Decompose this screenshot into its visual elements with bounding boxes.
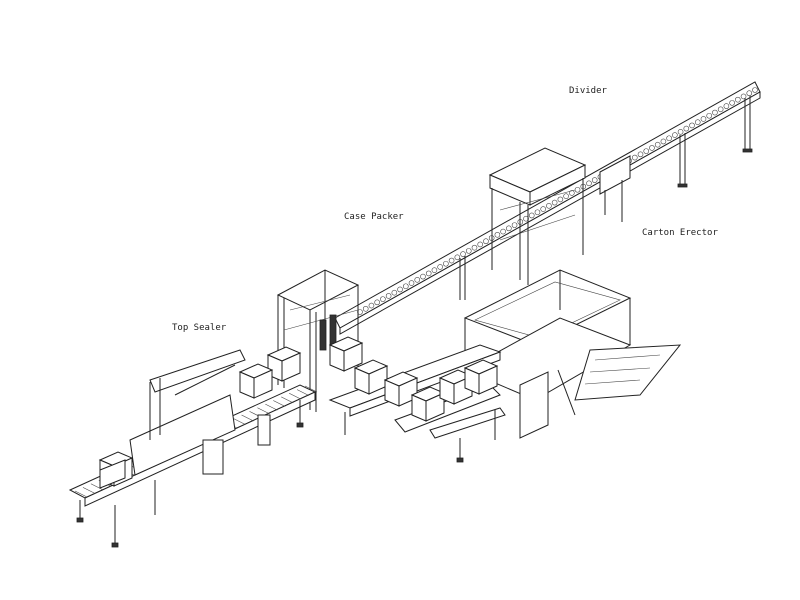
bottle <box>574 186 581 193</box>
bottle <box>437 264 443 270</box>
roller <box>296 389 310 396</box>
bottle <box>500 228 506 235</box>
bottle <box>385 293 392 299</box>
bottle <box>740 93 747 100</box>
bottle <box>397 286 403 293</box>
bottle <box>637 151 644 158</box>
roller <box>241 414 254 422</box>
bottle <box>402 283 409 290</box>
bottle <box>540 206 546 212</box>
roller <box>281 396 294 404</box>
bottle <box>672 132 678 138</box>
bottle <box>563 193 569 199</box>
bottle <box>391 289 398 296</box>
bottle <box>586 180 592 187</box>
bottle <box>551 199 558 206</box>
roller <box>265 403 278 411</box>
bottle-conveyor <box>334 81 761 335</box>
bottle <box>694 119 701 125</box>
bottle <box>706 112 713 119</box>
bottle <box>546 203 552 209</box>
bottle <box>643 148 650 154</box>
bottle <box>454 254 461 261</box>
case-box <box>410 386 446 422</box>
case-box <box>266 346 302 382</box>
roller <box>90 483 103 491</box>
bottle <box>631 154 638 161</box>
bottle <box>368 302 375 309</box>
case-box <box>463 359 499 395</box>
bottle <box>534 209 541 216</box>
bottle <box>420 273 426 280</box>
bottle <box>431 267 438 273</box>
bottle <box>649 145 655 151</box>
roller <box>74 490 88 498</box>
bottle <box>666 135 672 142</box>
bottle <box>506 225 512 232</box>
bottle <box>746 90 753 97</box>
bottle <box>511 222 518 228</box>
case-box <box>328 336 364 372</box>
bottle <box>569 190 575 196</box>
roller <box>289 392 302 400</box>
bottle <box>483 238 489 245</box>
bottle <box>425 270 432 277</box>
bottle <box>408 280 415 286</box>
carton-erector-machine <box>463 269 682 439</box>
bottle <box>735 96 741 103</box>
label-carton-erector: Carton Erector <box>642 228 718 238</box>
bottle <box>374 299 380 306</box>
case-box <box>353 359 389 395</box>
bottle <box>717 106 724 113</box>
bottle <box>683 125 690 132</box>
divider-machine <box>488 147 587 285</box>
bottle <box>460 251 466 257</box>
bottle <box>523 215 529 222</box>
bottle <box>723 103 730 109</box>
bottle <box>677 129 684 135</box>
top-sealer-machine <box>99 349 271 489</box>
bottle <box>414 277 421 283</box>
bottle <box>660 138 667 145</box>
roller <box>82 487 96 494</box>
bottle <box>700 116 707 122</box>
roller <box>304 385 318 393</box>
bottle <box>465 248 472 254</box>
label-divider: Divider <box>569 86 607 96</box>
roller <box>273 400 286 407</box>
label-top-sealer: Top Sealer <box>172 323 227 333</box>
bottle <box>654 141 661 148</box>
bottle <box>591 177 598 183</box>
roller <box>233 418 246 425</box>
bottle <box>471 244 478 251</box>
bottle <box>380 296 386 302</box>
bottle <box>448 257 455 264</box>
bottle <box>752 87 758 93</box>
bottle <box>712 109 718 116</box>
label-case-packer: Case Packer <box>344 212 404 222</box>
cases <box>98 336 499 487</box>
case-box <box>238 363 274 399</box>
bottle <box>528 212 535 219</box>
bottle <box>494 231 501 238</box>
bottles <box>357 87 758 315</box>
bottle <box>477 241 484 248</box>
bottle <box>557 196 564 203</box>
bottle <box>689 122 695 129</box>
bottle <box>362 305 369 312</box>
roller <box>257 407 270 414</box>
bottle <box>443 260 449 267</box>
bottle <box>729 100 735 106</box>
